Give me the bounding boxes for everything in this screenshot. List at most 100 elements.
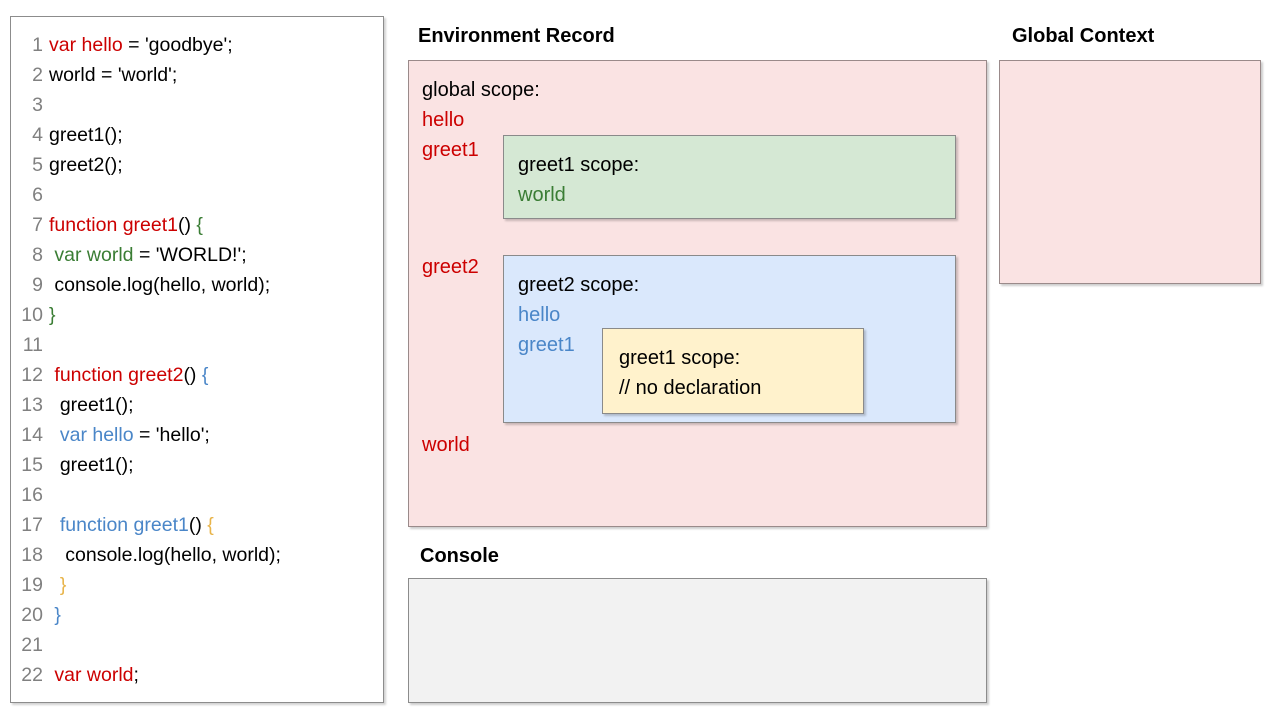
greet1-scope-var-world: world bbox=[518, 184, 566, 206]
code-token: = 'hello'; bbox=[133, 424, 210, 446]
code-token bbox=[49, 424, 60, 446]
code-line-source: function greet1() { bbox=[49, 510, 383, 540]
code-line-source: greet1(); bbox=[49, 120, 383, 150]
greet1-scope-heading: greet1 scope: bbox=[518, 154, 640, 176]
code-line[interactable]: 17 function greet1() { bbox=[11, 510, 383, 540]
code-line-list: 1 var hello = 'goodbye'; 2 world = 'world';… bbox=[11, 30, 383, 690]
code-line[interactable]: 22 var world; bbox=[11, 660, 383, 690]
code-line-source: world = 'world'; bbox=[49, 60, 383, 90]
code-token: var world bbox=[54, 244, 134, 266]
code-line-number: 16 bbox=[21, 484, 43, 506]
code-token: console.log(hello, world); bbox=[49, 544, 281, 566]
code-token: greet2(); bbox=[49, 154, 123, 176]
code-token: { bbox=[207, 514, 214, 536]
code-line[interactable]: 10} bbox=[11, 300, 383, 330]
code-token bbox=[49, 574, 60, 596]
code-line-number: 11 bbox=[22, 334, 43, 356]
code-token: () bbox=[183, 364, 202, 386]
code-line-number: 13 bbox=[21, 394, 43, 416]
code-line[interactable]: 4 greet1(); bbox=[11, 120, 383, 150]
code-editor-panel[interactable]: 1 var hello = 'goodbye'; 2 world = 'world';… bbox=[10, 16, 384, 703]
code-line[interactable]: 16 bbox=[11, 480, 383, 510]
code-token bbox=[49, 514, 60, 536]
code-line-source: } bbox=[49, 600, 383, 630]
code-line[interactable]: 13 greet1(); bbox=[11, 390, 383, 420]
code-line-number: 1 bbox=[32, 34, 43, 56]
code-line-source: greet2(); bbox=[49, 150, 383, 180]
code-token: { bbox=[196, 214, 203, 236]
code-line-source: function greet1() { bbox=[49, 210, 383, 240]
global-context-box[interactable] bbox=[999, 60, 1261, 284]
code-line-number: 20 bbox=[21, 604, 43, 626]
code-line-number: 15 bbox=[21, 454, 43, 476]
global-scope-box[interactable]: global scope: hello greet1 greet2 world … bbox=[408, 60, 987, 527]
code-line-source: function greet2() { bbox=[49, 360, 383, 390]
greet2-scope-var-hello: hello bbox=[518, 304, 561, 326]
code-line-number: 12 bbox=[21, 364, 43, 386]
code-line[interactable]: 12 function greet2() { bbox=[11, 360, 383, 390]
code-line[interactable]: 3 bbox=[11, 90, 383, 120]
code-line-number: 19 bbox=[21, 574, 43, 596]
code-line[interactable]: 5 greet2(); bbox=[11, 150, 383, 180]
code-token: } bbox=[49, 304, 56, 326]
code-line-source: console.log(hello, world); bbox=[49, 540, 383, 570]
code-line-number: 7 bbox=[32, 214, 43, 236]
code-line-number: 5 bbox=[32, 154, 43, 176]
code-line[interactable]: 8 var world = 'WORLD!'; bbox=[11, 240, 383, 270]
code-line[interactable]: 6 bbox=[11, 180, 383, 210]
code-token: var hello bbox=[59, 424, 134, 446]
console-title: Console bbox=[420, 545, 499, 567]
code-line[interactable]: 7 function greet1() { bbox=[11, 210, 383, 240]
code-line[interactable]: 21 bbox=[11, 630, 383, 660]
code-token: console.log(hello, world); bbox=[49, 274, 271, 296]
greet2-scope-heading: greet2 scope: bbox=[518, 274, 640, 296]
code-token: = 'WORLD!'; bbox=[133, 244, 247, 266]
code-line[interactable]: 11 bbox=[11, 330, 383, 360]
global-scope-heading: global scope: bbox=[422, 79, 540, 101]
code-line-number: 9 bbox=[32, 274, 43, 296]
code-line-number: 4 bbox=[32, 124, 43, 146]
code-line-number: 6 bbox=[32, 184, 43, 206]
code-token: { bbox=[201, 364, 209, 386]
code-line-number: 2 bbox=[32, 64, 43, 86]
code-token: () bbox=[178, 214, 197, 236]
code-token: greet1(); bbox=[49, 124, 123, 146]
code-token: function greet1 bbox=[49, 214, 179, 236]
code-line-number: 21 bbox=[21, 634, 43, 656]
code-token: ; bbox=[133, 664, 139, 686]
greet2-scope-box[interactable]: greet2 scope: hello greet1 greet1 scope:… bbox=[503, 255, 956, 423]
code-token: var world bbox=[54, 664, 134, 686]
greet1-scope-box[interactable]: greet1 scope: world bbox=[503, 135, 956, 219]
global-scope-var-greet2: greet2 bbox=[422, 256, 479, 278]
code-line[interactable]: 18 console.log(hello, world); bbox=[11, 540, 383, 570]
code-line-source: console.log(hello, world); bbox=[49, 270, 383, 300]
code-token: } bbox=[54, 604, 61, 626]
code-line[interactable]: 2 world = 'world'; bbox=[11, 60, 383, 90]
code-line-source: var world = 'WORLD!'; bbox=[49, 240, 383, 270]
code-line[interactable]: 14 var hello = 'hello'; bbox=[11, 420, 383, 450]
code-line-source: var world; bbox=[49, 660, 383, 690]
environment-record-title: Environment Record bbox=[418, 25, 615, 47]
code-token: function greet2 bbox=[54, 364, 184, 386]
code-line-source: } bbox=[49, 570, 383, 600]
code-line-number: 17 bbox=[21, 514, 43, 536]
code-token: var hello bbox=[49, 34, 123, 56]
code-token: () bbox=[188, 514, 208, 536]
code-line[interactable]: 15 greet1(); bbox=[11, 450, 383, 480]
greet1-inner-scope-box[interactable]: greet1 scope: // no declaration bbox=[602, 328, 864, 414]
code-line[interactable]: 19 } bbox=[11, 570, 383, 600]
greet2-scope-var-greet1: greet1 bbox=[518, 334, 575, 356]
code-line-number: 8 bbox=[32, 244, 43, 266]
code-token: = 'goodbye'; bbox=[122, 34, 233, 56]
code-line-number: 22 bbox=[21, 664, 43, 686]
global-scope-var-hello: hello bbox=[422, 109, 465, 131]
console-output-box[interactable] bbox=[408, 578, 987, 703]
code-line-number: 10 bbox=[21, 304, 43, 326]
code-line-source: var hello = 'hello'; bbox=[49, 420, 383, 450]
code-line[interactable]: 20 } bbox=[11, 600, 383, 630]
code-line[interactable]: 9 console.log(hello, world); bbox=[11, 270, 383, 300]
global-scope-var-greet1: greet1 bbox=[422, 139, 479, 161]
code-line[interactable]: 1 var hello = 'goodbye'; bbox=[11, 30, 383, 60]
code-token: greet1(); bbox=[49, 394, 134, 416]
code-token: world = 'world'; bbox=[49, 64, 178, 86]
